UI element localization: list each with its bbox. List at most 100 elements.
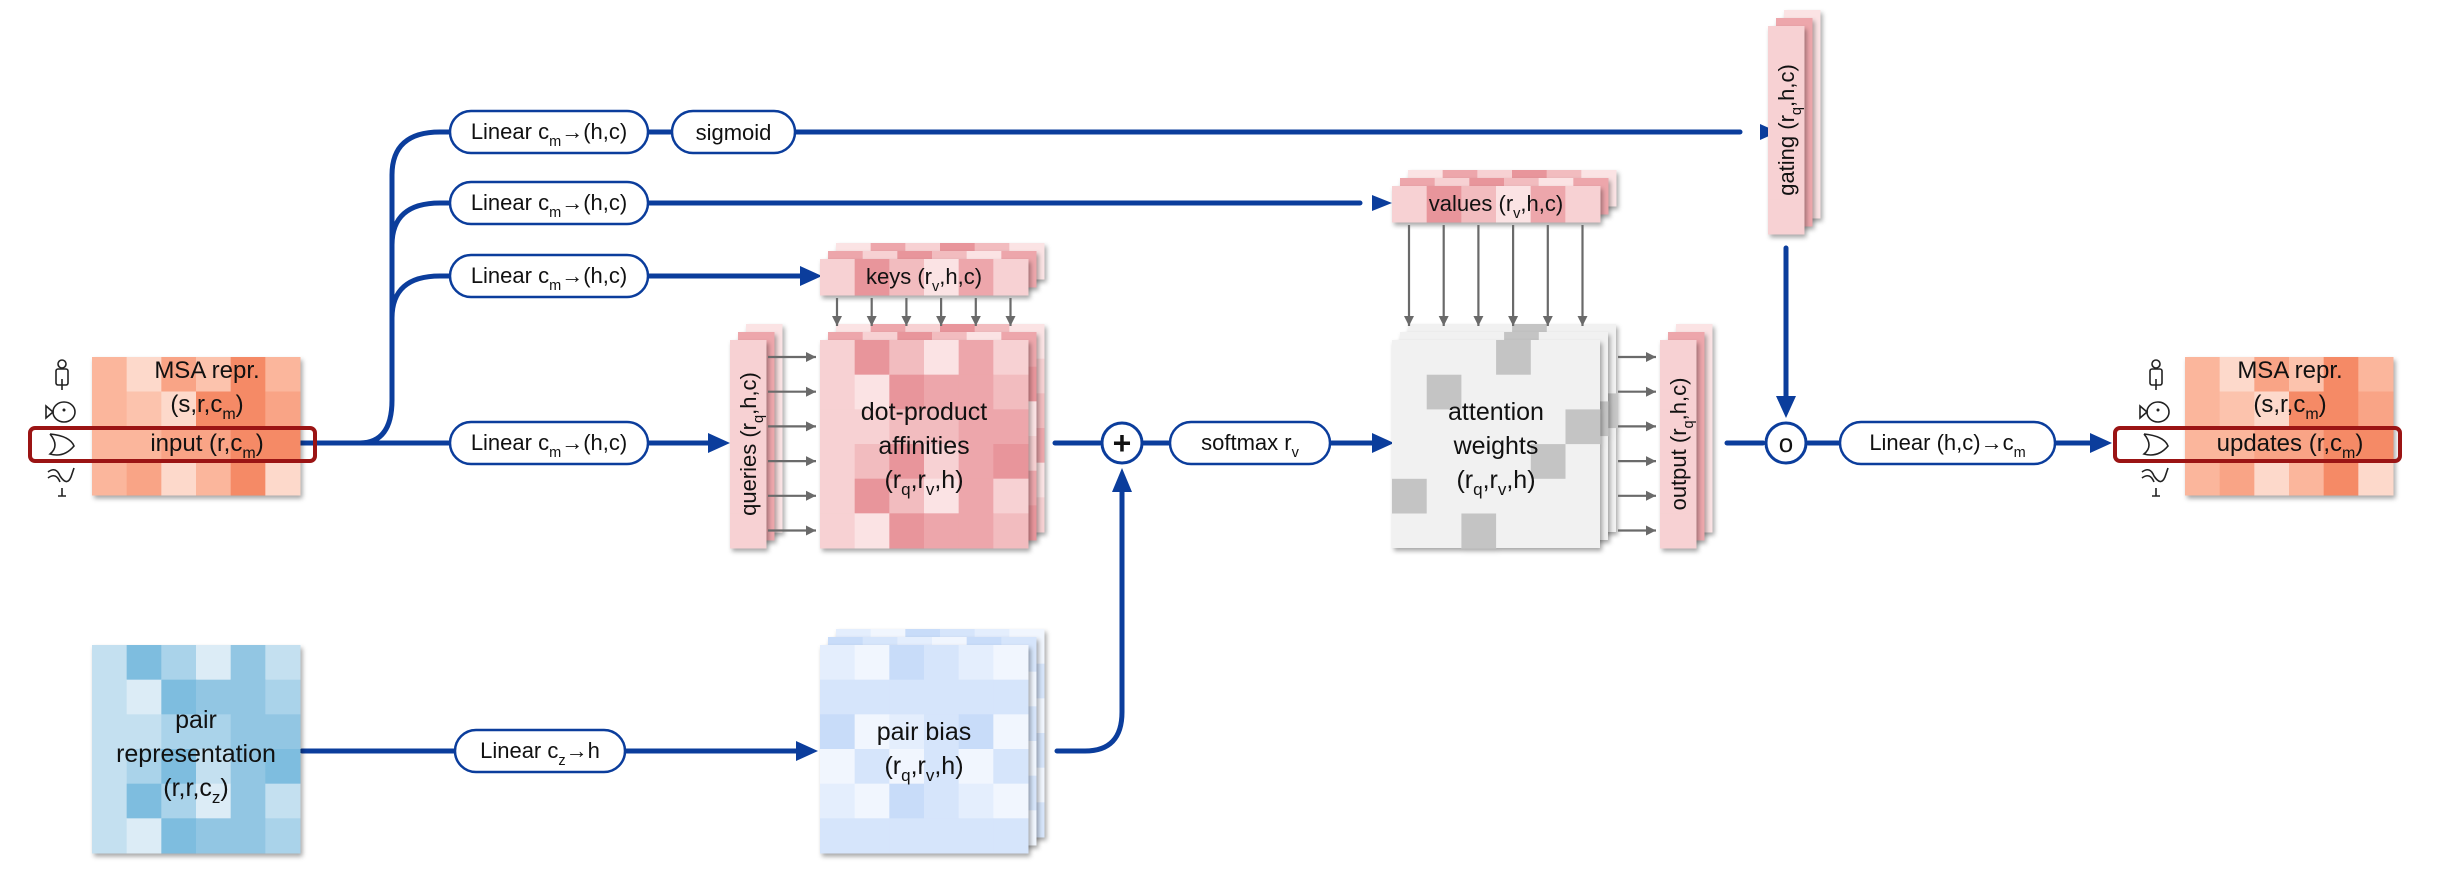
heatmap-cell bbox=[230, 783, 266, 819]
linear-gate-button-label: Linear cm→(h,c) bbox=[471, 119, 627, 150]
heatmap-cell bbox=[1426, 374, 1462, 410]
linear-queries-button[interactable]: Linear cm→(h,c) bbox=[448, 420, 650, 466]
heatmap-cell bbox=[196, 391, 232, 427]
keys-layer bbox=[820, 259, 1029, 296]
heatmap-cell bbox=[958, 259, 994, 296]
heatmap-cell bbox=[1660, 374, 1697, 410]
linear-pair-button[interactable]: Linear cz→h bbox=[453, 728, 627, 774]
heatmap-cell bbox=[1768, 60, 1805, 96]
result-row-label: updates (r,cm) bbox=[2217, 430, 2364, 462]
heatmap-cell bbox=[993, 444, 1029, 480]
heatmap-cell bbox=[126, 783, 162, 819]
heatmap-cell bbox=[958, 340, 994, 376]
linear-output-button[interactable]: Linear (h,c)→cm bbox=[1838, 420, 2057, 466]
pair-bias-tensor: pair bias(rq,rv,h) bbox=[820, 629, 1045, 854]
heatmap-cell bbox=[854, 444, 890, 480]
heatmap-cell bbox=[265, 357, 301, 392]
heatmap-cell bbox=[161, 679, 197, 715]
heatmap-cell bbox=[126, 645, 162, 681]
heatmap-cell bbox=[854, 818, 890, 854]
heatmap-cell bbox=[889, 818, 925, 854]
queries-tensor: queries (rq,h,c) bbox=[730, 324, 783, 549]
broadcast-arrow bbox=[832, 298, 842, 326]
heatmap-cell bbox=[889, 259, 925, 296]
heatmap-cell bbox=[924, 444, 960, 480]
linear-gate-button[interactable]: Linear cm→(h,c) bbox=[448, 109, 650, 155]
queries-layer bbox=[730, 340, 767, 549]
heatmap-cell bbox=[161, 391, 197, 427]
grey-broadcast-arrows bbox=[768, 225, 1656, 536]
gating-layer bbox=[1768, 26, 1805, 235]
heatmap-cell bbox=[161, 426, 197, 461]
heatmap-cell bbox=[854, 340, 890, 376]
heatmap-cell bbox=[1768, 199, 1805, 235]
linear-values-button[interactable]: Linear cm→(h,c) bbox=[448, 180, 650, 226]
heatmap-cell bbox=[820, 513, 856, 549]
heatmap-cell bbox=[265, 391, 301, 427]
svg-text:(rq,rv,h): (rq,rv,h) bbox=[884, 752, 963, 785]
broadcast-arrow bbox=[901, 298, 912, 326]
plus-icon: + bbox=[1113, 425, 1132, 461]
heatmap-cell bbox=[854, 679, 890, 715]
broadcast-arrow bbox=[1618, 456, 1656, 467]
broadcast-arrow bbox=[1618, 525, 1656, 536]
flow-branch-trunk bbox=[357, 129, 453, 446]
heatmap-cell bbox=[730, 478, 767, 514]
heatmap-cell bbox=[889, 749, 925, 785]
broadcast-arrow bbox=[970, 298, 981, 326]
heatmap-cell bbox=[1461, 186, 1497, 223]
heatmap-cell bbox=[230, 714, 266, 750]
rabbit-icon bbox=[48, 433, 75, 456]
heatmap-cell bbox=[924, 783, 960, 819]
input-msa-representation: MSA repr. (s,r,cm) input (r,cm) bbox=[28, 357, 317, 497]
input-row-highlight[interactable] bbox=[28, 426, 317, 463]
heatmap-cell bbox=[1768, 26, 1805, 62]
heatmap-cell bbox=[196, 783, 232, 819]
svg-text:(r,r,cz): (r,r,cz) bbox=[163, 774, 228, 807]
heatmap-cell bbox=[820, 340, 856, 376]
heatmap-cell bbox=[161, 357, 197, 392]
heatmap-cell bbox=[993, 714, 1029, 750]
heatmap-cell bbox=[196, 679, 232, 715]
softmax-button[interactable]: softmax rv bbox=[1168, 420, 1332, 466]
linear-pair-button-label: Linear cz→h bbox=[480, 738, 600, 769]
heatmap-cell bbox=[2219, 357, 2255, 392]
linear-keys-button[interactable]: Linear cm→(h,c) bbox=[448, 253, 650, 299]
heatmap-cell bbox=[854, 749, 890, 785]
broadcast-arrow bbox=[1542, 225, 1553, 326]
heatmap-cell bbox=[196, 749, 232, 785]
heatmap-cell bbox=[993, 645, 1029, 681]
heatmap-cell bbox=[126, 460, 162, 496]
heatmap-cell bbox=[958, 478, 994, 514]
heatmap-cell bbox=[2289, 391, 2325, 427]
heatmap-cell bbox=[1660, 444, 1697, 480]
result-msa-title: MSA repr. bbox=[2237, 357, 2342, 384]
heatmap-cell bbox=[854, 645, 890, 681]
heatmap-cell bbox=[196, 714, 232, 750]
heatmap-cell bbox=[92, 460, 128, 496]
rooster-icon bbox=[47, 467, 75, 497]
result-msa-grid bbox=[2185, 357, 2394, 496]
heatmap-cell bbox=[2289, 460, 2325, 496]
svg-text:dot-product: dot-product bbox=[861, 398, 988, 426]
heatmap-cell bbox=[730, 444, 767, 480]
flow-lines bbox=[297, 129, 2097, 754]
heatmap-cell bbox=[993, 374, 1029, 410]
heatmap-cell bbox=[230, 645, 266, 681]
result-msa-representation: MSA repr. (s,r,cm) updates (r,cm) bbox=[2113, 357, 2402, 497]
heatmap-cell bbox=[196, 426, 232, 461]
output-layer bbox=[1660, 340, 1697, 549]
heatmap-cell bbox=[2185, 460, 2221, 496]
heatmap-cell bbox=[92, 357, 128, 392]
heatmap-cell bbox=[265, 679, 301, 715]
broadcast-arrow bbox=[1618, 490, 1656, 501]
sigmoid-button[interactable]: sigmoid bbox=[670, 109, 797, 155]
heatmap-cell bbox=[2219, 426, 2255, 461]
heatmap-cell bbox=[161, 460, 197, 496]
heatmap-cell bbox=[92, 679, 128, 715]
gating-label: gating (rq,h,c) bbox=[1774, 64, 1805, 196]
result-row-highlight[interactable] bbox=[2113, 426, 2402, 463]
heatmap-cell bbox=[161, 645, 197, 681]
broadcast-arrow bbox=[1438, 225, 1449, 326]
broadcast-arrow bbox=[1005, 298, 1016, 326]
